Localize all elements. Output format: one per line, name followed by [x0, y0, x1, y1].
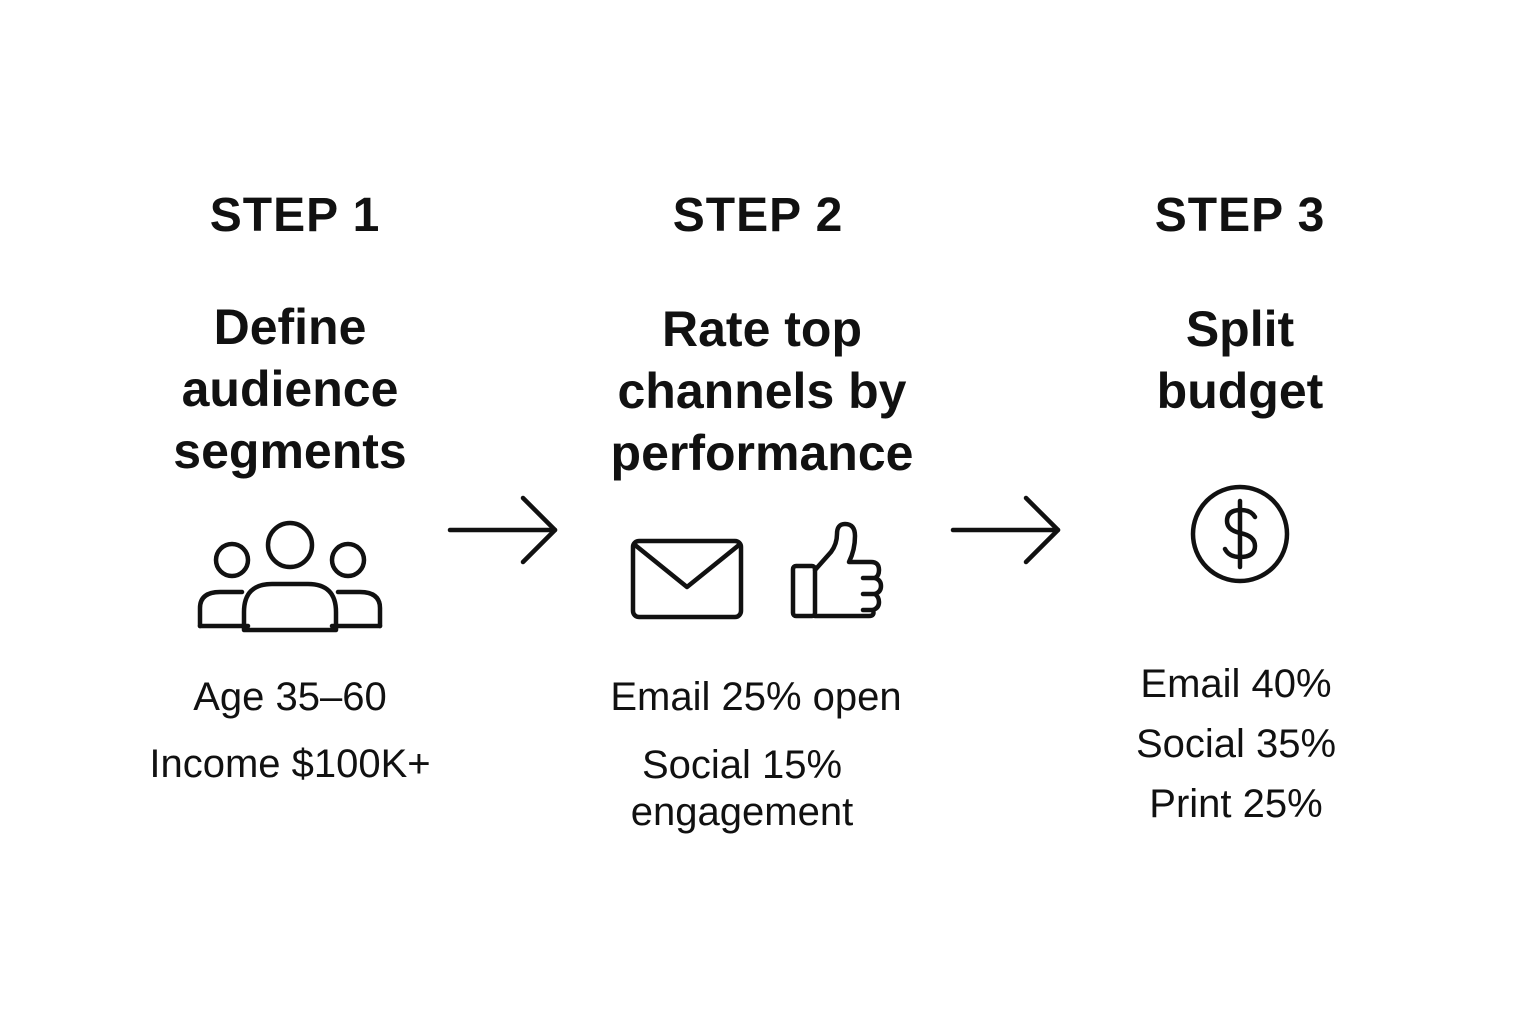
step-1-heading-line-3: segments: [173, 423, 407, 479]
step-2-heading-line-2: channels by: [617, 363, 907, 419]
step-2-heading-line-3: performance: [610, 425, 914, 481]
thumbs-up-icon: [790, 521, 884, 619]
step-1-heading-line-2: audience: [181, 361, 399, 417]
dollar-circle-icon: [1190, 484, 1290, 584]
step-3-label: STEP 3: [1154, 189, 1326, 242]
step-2-label: STEP 2: [672, 189, 844, 242]
step-3-detail-email: Email 40%: [1140, 662, 1332, 706]
step-1-heading-line-1: Define: [213, 299, 367, 355]
step-2-heading-line-1: Rate top: [662, 301, 862, 357]
users-group-icon: [197, 520, 383, 633]
step-1-detail-income: Income $100K+: [149, 742, 431, 786]
step-1-detail-age: Age 35–60: [193, 675, 387, 719]
step-1-label: STEP 1: [209, 189, 381, 242]
arrow-right-icon: [950, 495, 1061, 565]
envelope-icon: [630, 538, 744, 620]
arrow-right-icon: [447, 495, 558, 565]
step-2-detail-email: Email 25% open: [610, 675, 902, 719]
step-3-detail-print: Print 25%: [1149, 782, 1323, 826]
step-3-detail-social: Social 35%: [1135, 722, 1337, 766]
step-3-heading-line-1: Split: [1185, 301, 1295, 357]
step-3-heading-line-2: budget: [1156, 363, 1324, 419]
step-2-detail-engagement: engagement: [630, 790, 854, 834]
step-2-detail-social: Social 15%: [641, 743, 843, 787]
